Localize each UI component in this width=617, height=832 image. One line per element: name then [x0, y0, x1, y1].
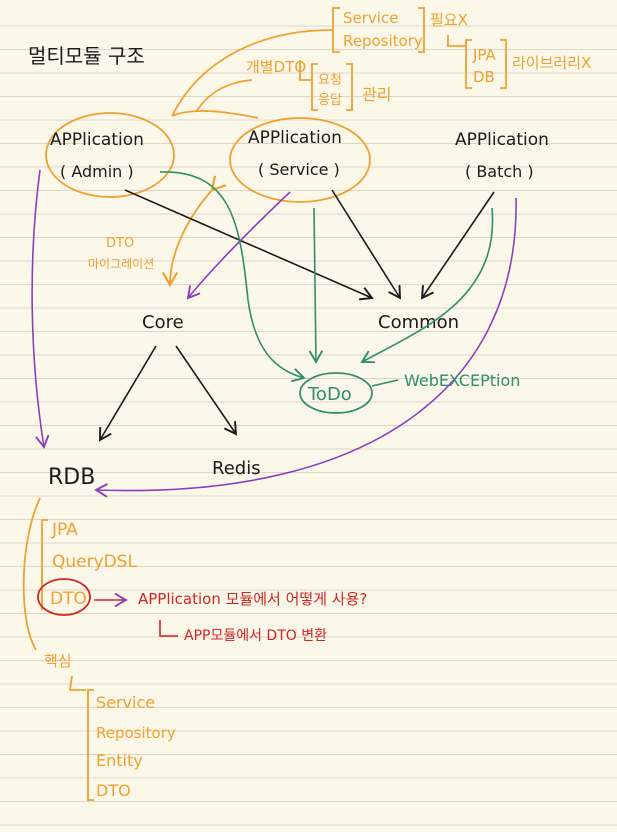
rdb-details-lines [22, 497, 94, 801]
core-label: 핵심 [44, 652, 72, 670]
module-batch: APPlication ( Batch ) [455, 130, 549, 181]
module-service: APPlication ( Service ) [229, 117, 371, 203]
dto-migration-arrow [161, 175, 227, 288]
module-todo: ToDo [307, 384, 352, 405]
module-core: Core [142, 312, 184, 333]
ruled-lines [0, 25, 617, 826]
core-item-dto: DTO [96, 781, 131, 800]
web-exception-connector [371, 379, 399, 387]
page-title: 멀티모듈 구조 [28, 44, 145, 68]
rdb-question: APPlication 모듈에서 어떻게 사용? [138, 590, 367, 608]
annotation-dto-individual: 개별DTO [246, 58, 306, 76]
dto-migration-dto: DTO [106, 236, 134, 251]
annotation-library-x: 라이브러리X [512, 54, 591, 72]
rdb-arrows [31, 169, 517, 498]
annotation-manage: 관리 [362, 85, 391, 104]
annotation-repository: Repository [343, 32, 423, 50]
annotation-service: Service [343, 9, 398, 27]
module-admin: APPlication ( Admin ) [45, 112, 175, 198]
dependency-arrows [99, 189, 495, 442]
rdb-answer: APP모듈에서 DTO 변환 [184, 628, 327, 644]
module-redis: Redis [212, 458, 261, 479]
admin-sub: ( Admin ) [60, 162, 134, 181]
rdb-item-querydsl: QueryDSL [52, 552, 138, 572]
service-name: APPlication [248, 128, 342, 148]
batch-sub: ( Batch ) [465, 162, 534, 181]
annotation-no-need: 필요X [430, 11, 468, 29]
annotation-db: DB [473, 68, 495, 86]
answer-connector [159, 620, 178, 637]
core-item-entity: Entity [96, 751, 143, 770]
todo-arrows [159, 171, 494, 383]
module-rdb: RDB [48, 465, 95, 490]
annotation-response: 응답 [318, 93, 342, 108]
core-item-service: Service [96, 693, 155, 712]
todo-ellipse [299, 372, 373, 414]
annotation-jpa: JPA [472, 46, 497, 64]
admin-name: APPlication [50, 130, 144, 150]
top-annotations [171, 7, 507, 119]
rdb-item-dto: DTO [50, 589, 87, 609]
dto-highlight-circle [37, 578, 91, 616]
annotation-web-exception: WebEXCEPtion [404, 371, 520, 390]
core-item-repository: Repository [96, 724, 176, 742]
dto-migration-label: 마이그레이션 [88, 257, 154, 271]
service-sub: ( Service ) [258, 160, 340, 179]
batch-name: APPlication [455, 130, 549, 150]
annotation-request: 요청 [318, 73, 342, 88]
module-common: Common [378, 312, 459, 333]
rdb-item-jpa: JPA [51, 520, 78, 540]
